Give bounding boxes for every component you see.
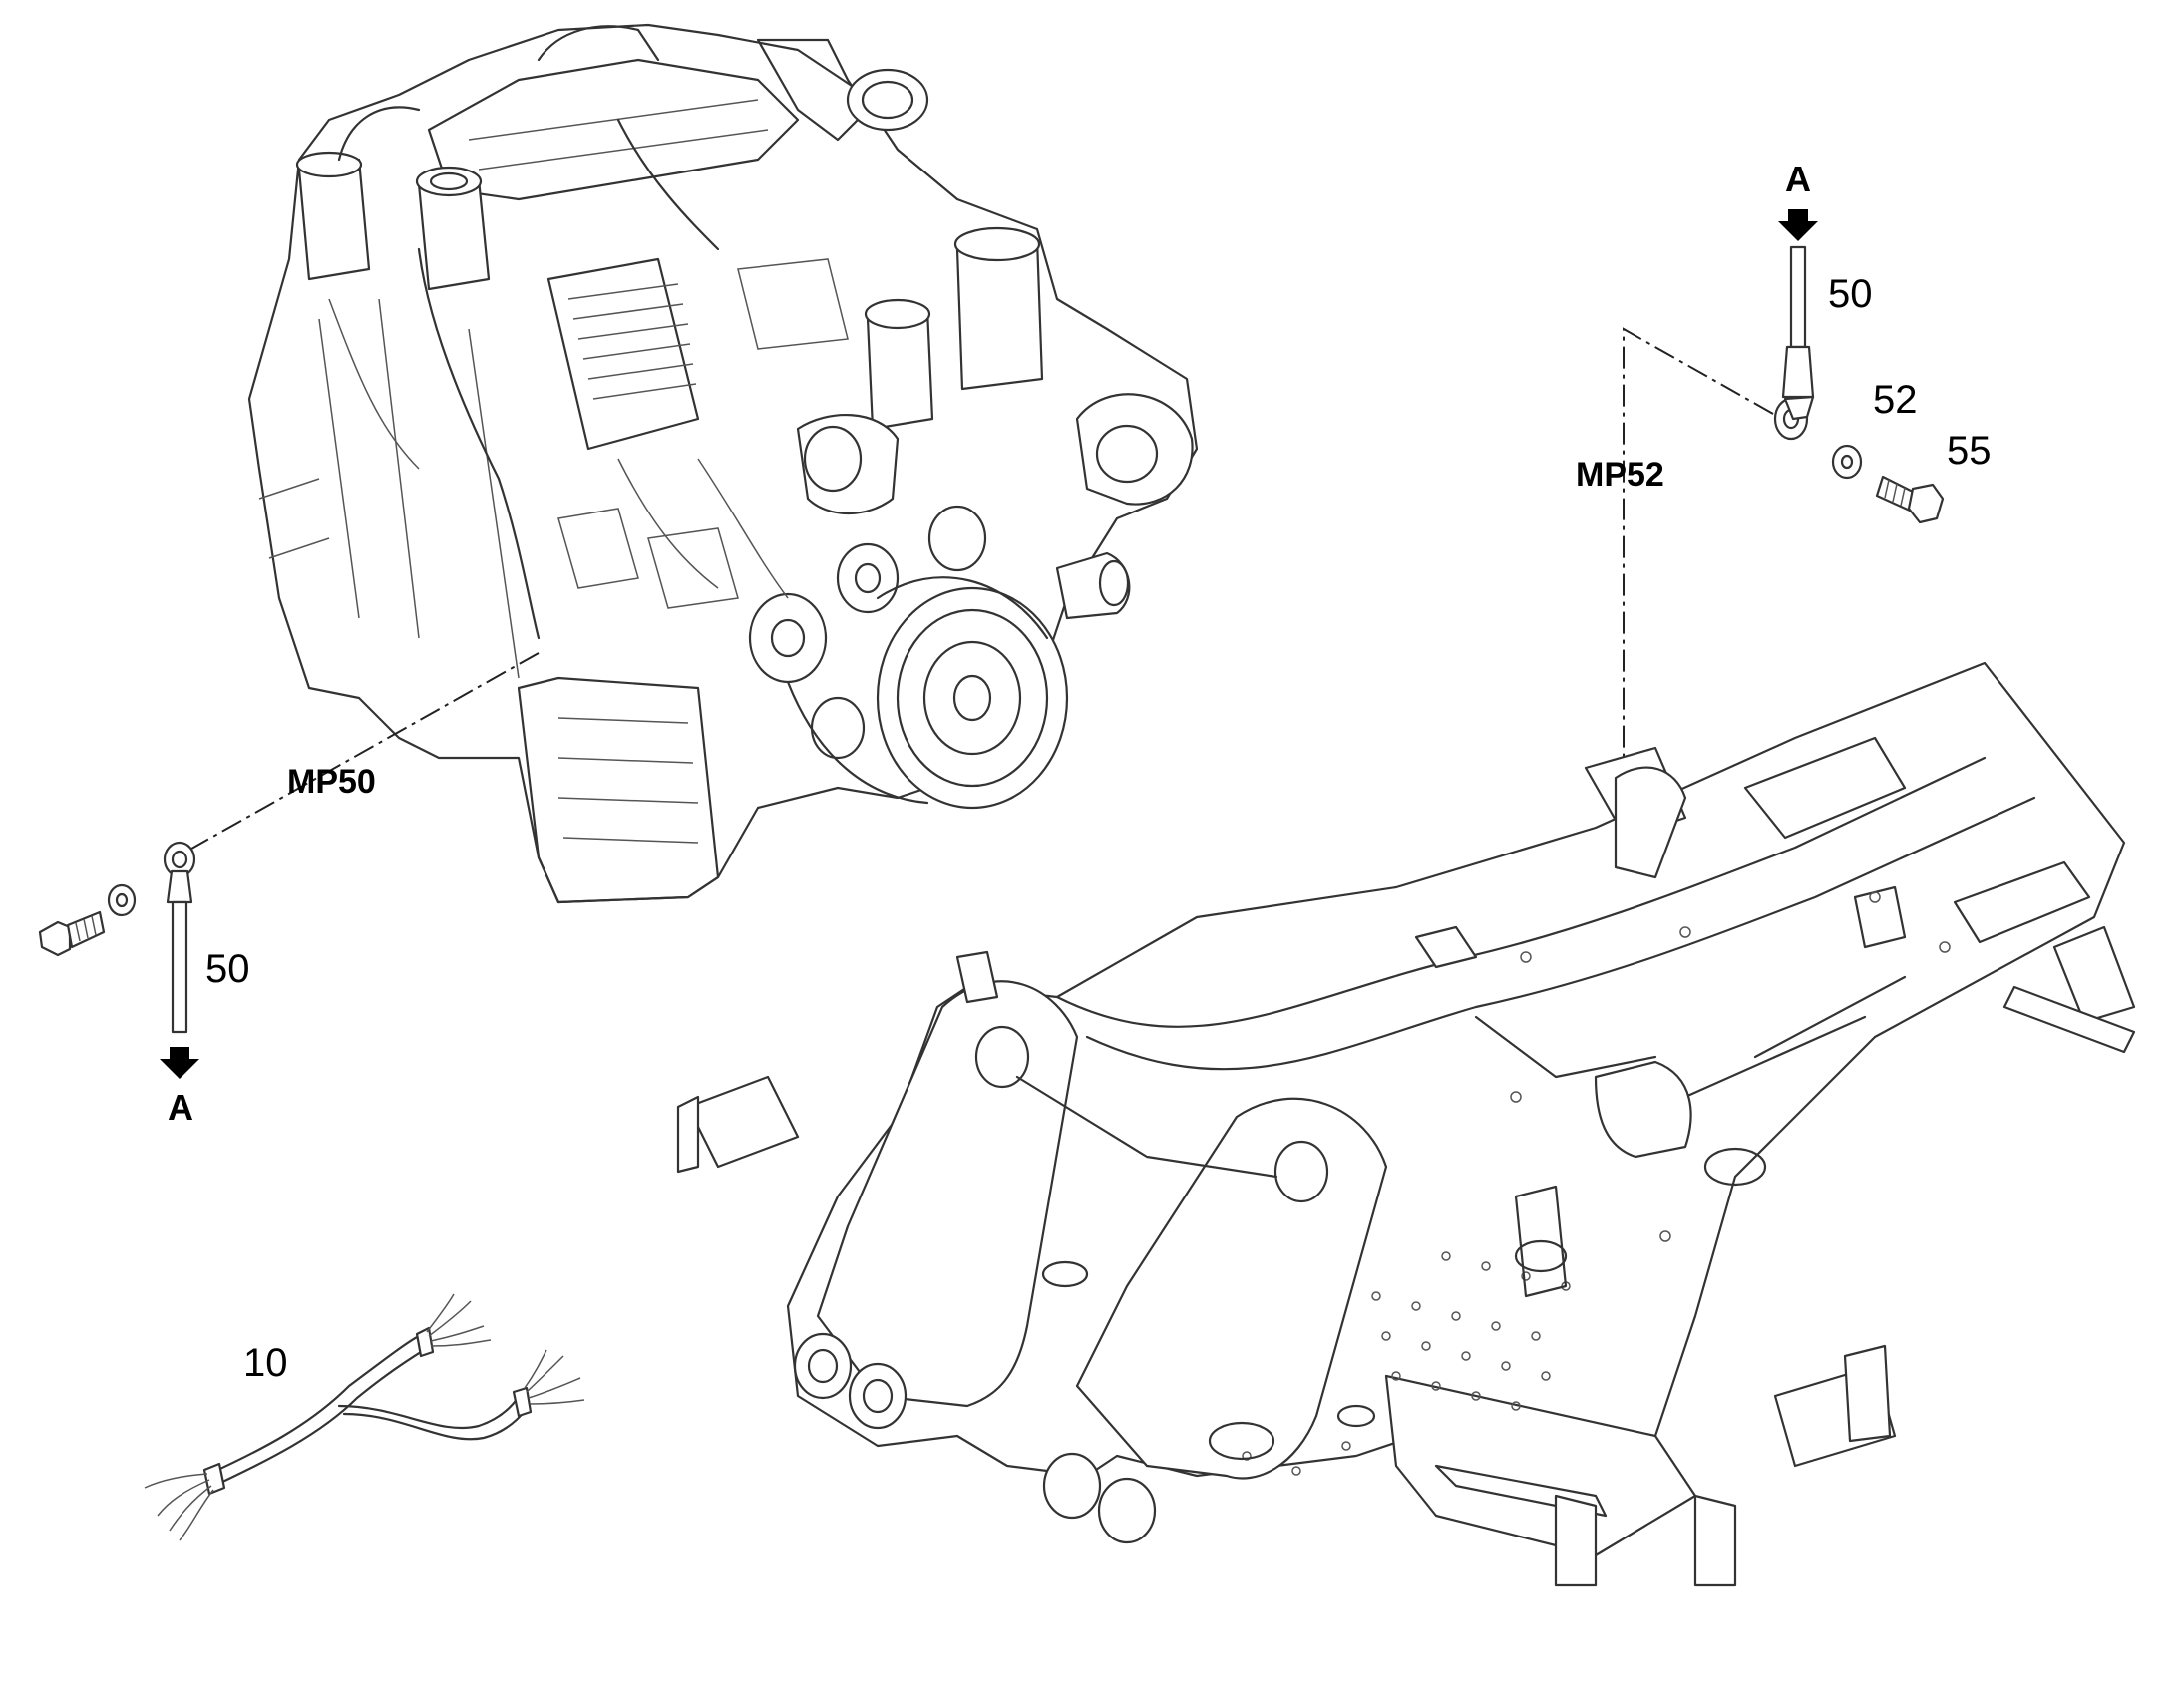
label-part-10: 10 xyxy=(243,1341,288,1385)
label-a-bottom: A xyxy=(168,1087,193,1128)
label-a-top: A xyxy=(1785,159,1811,199)
mp52-leader xyxy=(1540,327,1774,1009)
label-mp52: MP52 xyxy=(1576,456,1664,494)
ground-strap-right xyxy=(1773,209,1945,524)
label-mp50: MP50 xyxy=(287,763,376,801)
label-part-55: 55 xyxy=(1947,429,1992,473)
ground-strap-left xyxy=(38,841,199,1079)
label-part-52: 52 xyxy=(1873,378,1918,422)
chassis-frame xyxy=(676,661,2136,1587)
wire-harness xyxy=(144,1293,585,1541)
engine-assembly xyxy=(247,23,1199,904)
mp50-leader xyxy=(183,652,540,854)
label-part-50-right: 50 xyxy=(1828,272,1873,316)
label-part-50-left: 50 xyxy=(205,947,250,991)
